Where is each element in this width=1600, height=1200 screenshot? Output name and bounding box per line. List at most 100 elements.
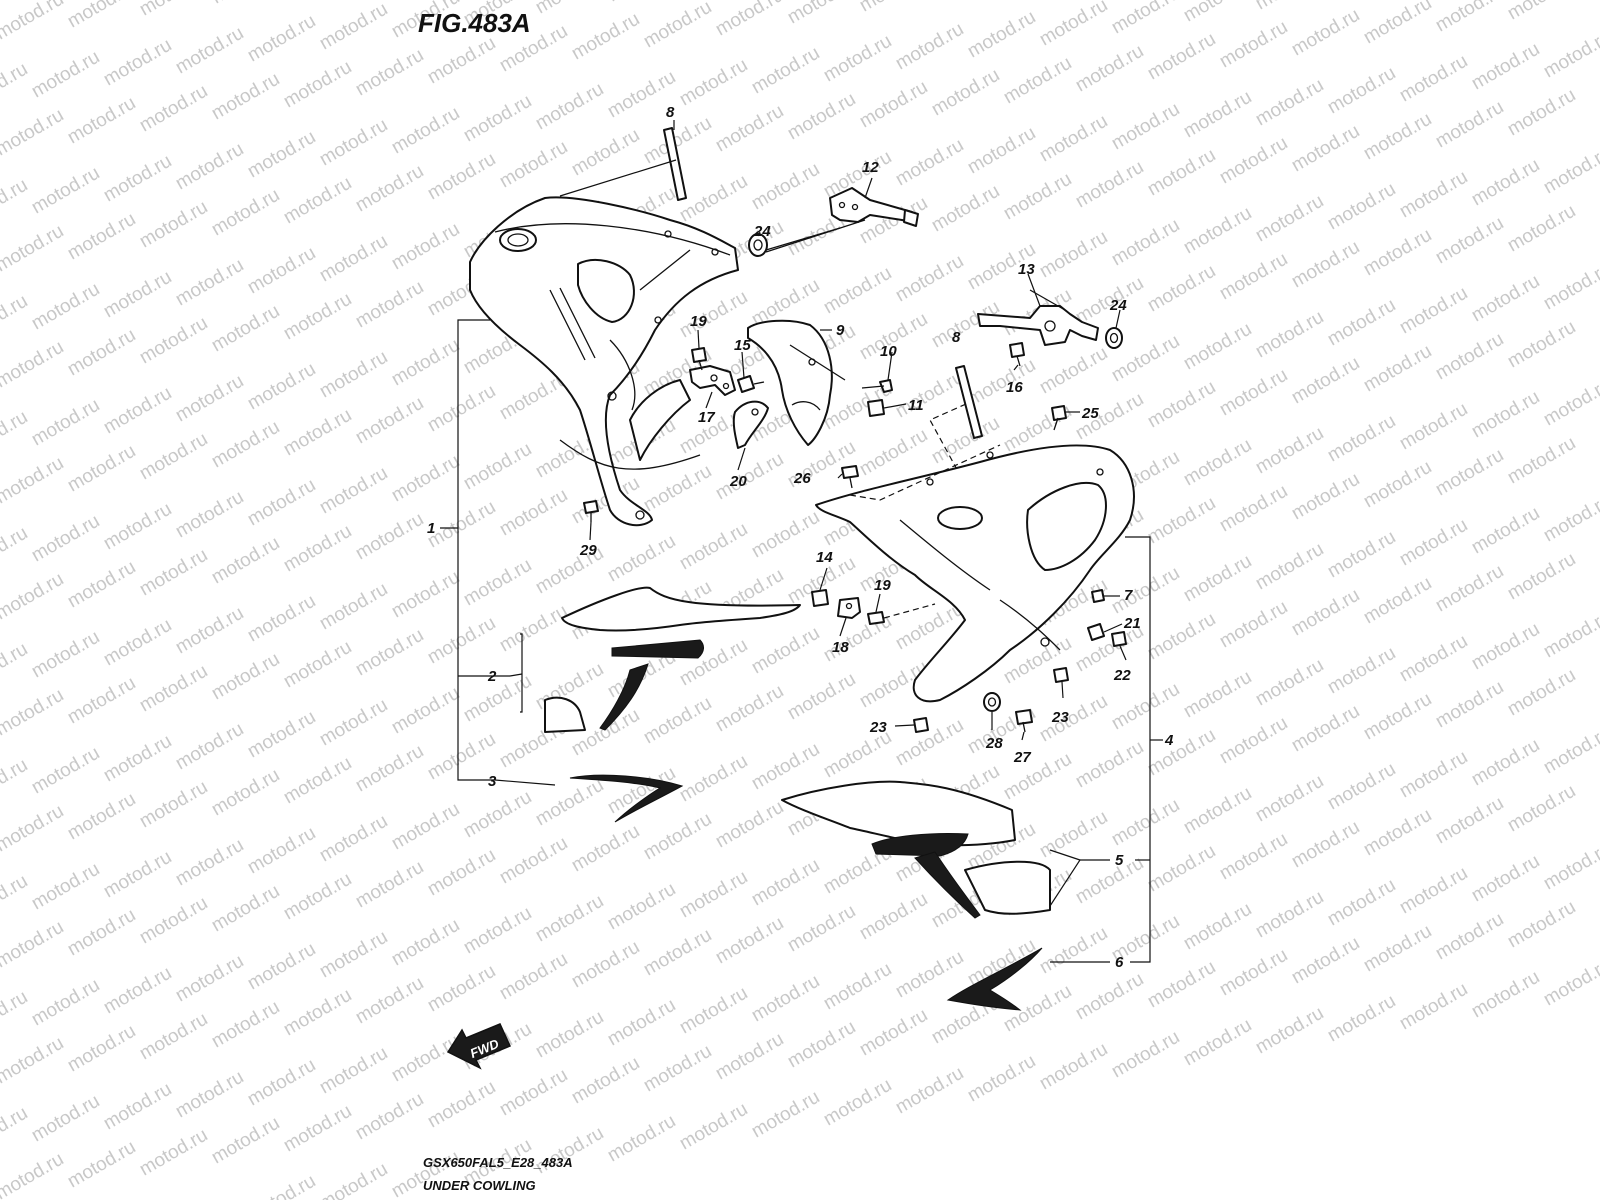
watermark-text: motod.ru (1360, 805, 1435, 861)
watermark-text: motod.ru (388, 451, 463, 507)
watermark-text: motod.ru (496, 1065, 571, 1121)
watermark-text: motod.ru (388, 103, 463, 159)
watermark-text: motod.ru (712, 797, 787, 853)
callout-25: 25 (1081, 405, 1099, 422)
watermark-text: motod.ru (352, 45, 427, 101)
watermark-text: motod.ru (208, 417, 283, 473)
watermark-text: motod.ru (748, 159, 823, 215)
watermark-text: motod.ru (388, 1031, 463, 1087)
watermark-text: motod.ru (892, 715, 967, 771)
watermark-text: motod.ru (172, 255, 247, 311)
watermark-text: motod.ru (172, 951, 247, 1007)
watermark-text: motod.ru (352, 277, 427, 333)
watermark-text: motod.ru (100, 267, 175, 323)
watermark-text: motod.ru (100, 35, 175, 91)
watermark-text: motod.ru (1468, 387, 1543, 443)
watermark-text: motod.ru (964, 1051, 1039, 1107)
watermark-text: motod.ru (1144, 377, 1219, 433)
watermark-text: motod.ru (208, 881, 283, 937)
watermark-text: motod.ru (208, 185, 283, 241)
watermark-text: motod.ru (1360, 689, 1435, 745)
watermark-text: motod.ru (748, 739, 823, 795)
watermark-text: motod.ru (1288, 121, 1363, 177)
watermark-text: motod.ru (244, 11, 319, 67)
clip-23-lower (913, 717, 929, 733)
screw-22 (1111, 631, 1127, 647)
callout-19-upper: 19 (690, 313, 707, 330)
watermark-text: motod.ru (1396, 631, 1471, 687)
watermark-text: motod.ru (0, 105, 67, 161)
watermark-text: motod.ru (964, 123, 1039, 179)
callout-6: 6 (1115, 954, 1124, 971)
watermark-text: motod.ru (1216, 945, 1291, 1001)
watermark-text: motod.ru (424, 613, 499, 669)
watermark-text: motod.ru (172, 371, 247, 427)
watermark-text: motod.ru (208, 0, 283, 8)
watermark-text: motod.ru (1396, 167, 1471, 223)
watermark-text: motod.ru (1036, 111, 1111, 167)
watermark-text: motod.ru (64, 557, 139, 613)
watermark-text: motod.ru (1072, 41, 1147, 97)
watermark-text: motod.ru (460, 903, 535, 959)
watermark-text: motod.ru (1540, 491, 1600, 547)
watermark-text: motod.ru (928, 0, 1003, 4)
callout-4: 4 (1164, 732, 1174, 749)
watermark-text: motod.ru (280, 173, 355, 229)
bolt-19-upper (691, 347, 707, 371)
watermark-text: motod.ru (100, 615, 175, 671)
watermark-text: motod.ru (1180, 87, 1255, 143)
watermark-text: motod.ru (1432, 677, 1507, 733)
watermark-text: motod.ru (1252, 771, 1327, 827)
watermark-text: motod.ru (244, 823, 319, 879)
watermark-text: motod.ru (532, 775, 607, 831)
watermark-text: motod.ru (1504, 85, 1579, 141)
watermark-text: motod.ru (604, 995, 679, 1051)
watermark-text: motod.ru (1216, 17, 1291, 73)
watermark-text: motod.ru (244, 591, 319, 647)
screw-10 (861, 379, 893, 393)
watermark-text: motod.ru (1180, 203, 1255, 259)
watermark-text: motod.ru (1180, 551, 1255, 607)
callout-10: 10 (880, 343, 897, 360)
watermark-text: motod.ru (0, 987, 31, 1043)
watermark-text: motod.ru (244, 243, 319, 299)
clip-14 (811, 589, 829, 607)
watermark-text: motod.ru (352, 741, 427, 797)
callout-21: 21 (1123, 615, 1141, 632)
callout-1: 1 (427, 520, 435, 537)
watermark-text: motod.ru (1540, 955, 1600, 1011)
watermark-text: motod.ru (1072, 737, 1147, 793)
callout-28: 28 (985, 735, 1003, 752)
watermark-text: motod.ru (1360, 0, 1435, 48)
watermark-text: motod.ru (1216, 829, 1291, 885)
watermark-text: motod.ru (1144, 145, 1219, 201)
watermark-text: motod.ru (388, 567, 463, 623)
watermark-text: motod.ru (1504, 665, 1579, 721)
watermark-text: motod.ru (136, 1009, 211, 1065)
watermark-text: motod.ru (928, 181, 1003, 237)
watermark-text: motod.ru (748, 1087, 823, 1143)
watermark-text: motod.ru (784, 1017, 859, 1073)
watermark-text: motod.ru (1036, 807, 1111, 863)
watermark-text: motod.ru (208, 69, 283, 125)
watermark-text: motod.ru (28, 47, 103, 103)
callout-labels: 1 2 3 4 5 6 7 8 8 9 10 11 12 13 14 15 16… (427, 104, 1174, 971)
watermark-text: motod.ru (388, 915, 463, 971)
watermark-text: motod.ru (1252, 887, 1327, 943)
watermark-text: motod.ru (280, 985, 355, 1041)
watermark-text: motod.ru (748, 43, 823, 99)
watermark-text: motod.ru (280, 289, 355, 345)
watermark-text: motod.ru (352, 1089, 427, 1145)
watermark-text: motod.ru (280, 57, 355, 113)
callout-9: 9 (836, 322, 845, 339)
watermark-text: motod.ru (208, 649, 283, 705)
watermark-text: motod.ru (712, 681, 787, 737)
watermark-text: motod.ru (1540, 375, 1600, 431)
watermark-text: motod.ru (1288, 933, 1363, 989)
watermark-text: motod.ru (136, 197, 211, 253)
nut-7 (1091, 589, 1105, 603)
watermark-text: motod.ru (64, 673, 139, 729)
callout-16: 16 (1006, 379, 1023, 396)
watermark-text: motod.ru (640, 925, 715, 981)
callout-29: 29 (579, 542, 597, 559)
